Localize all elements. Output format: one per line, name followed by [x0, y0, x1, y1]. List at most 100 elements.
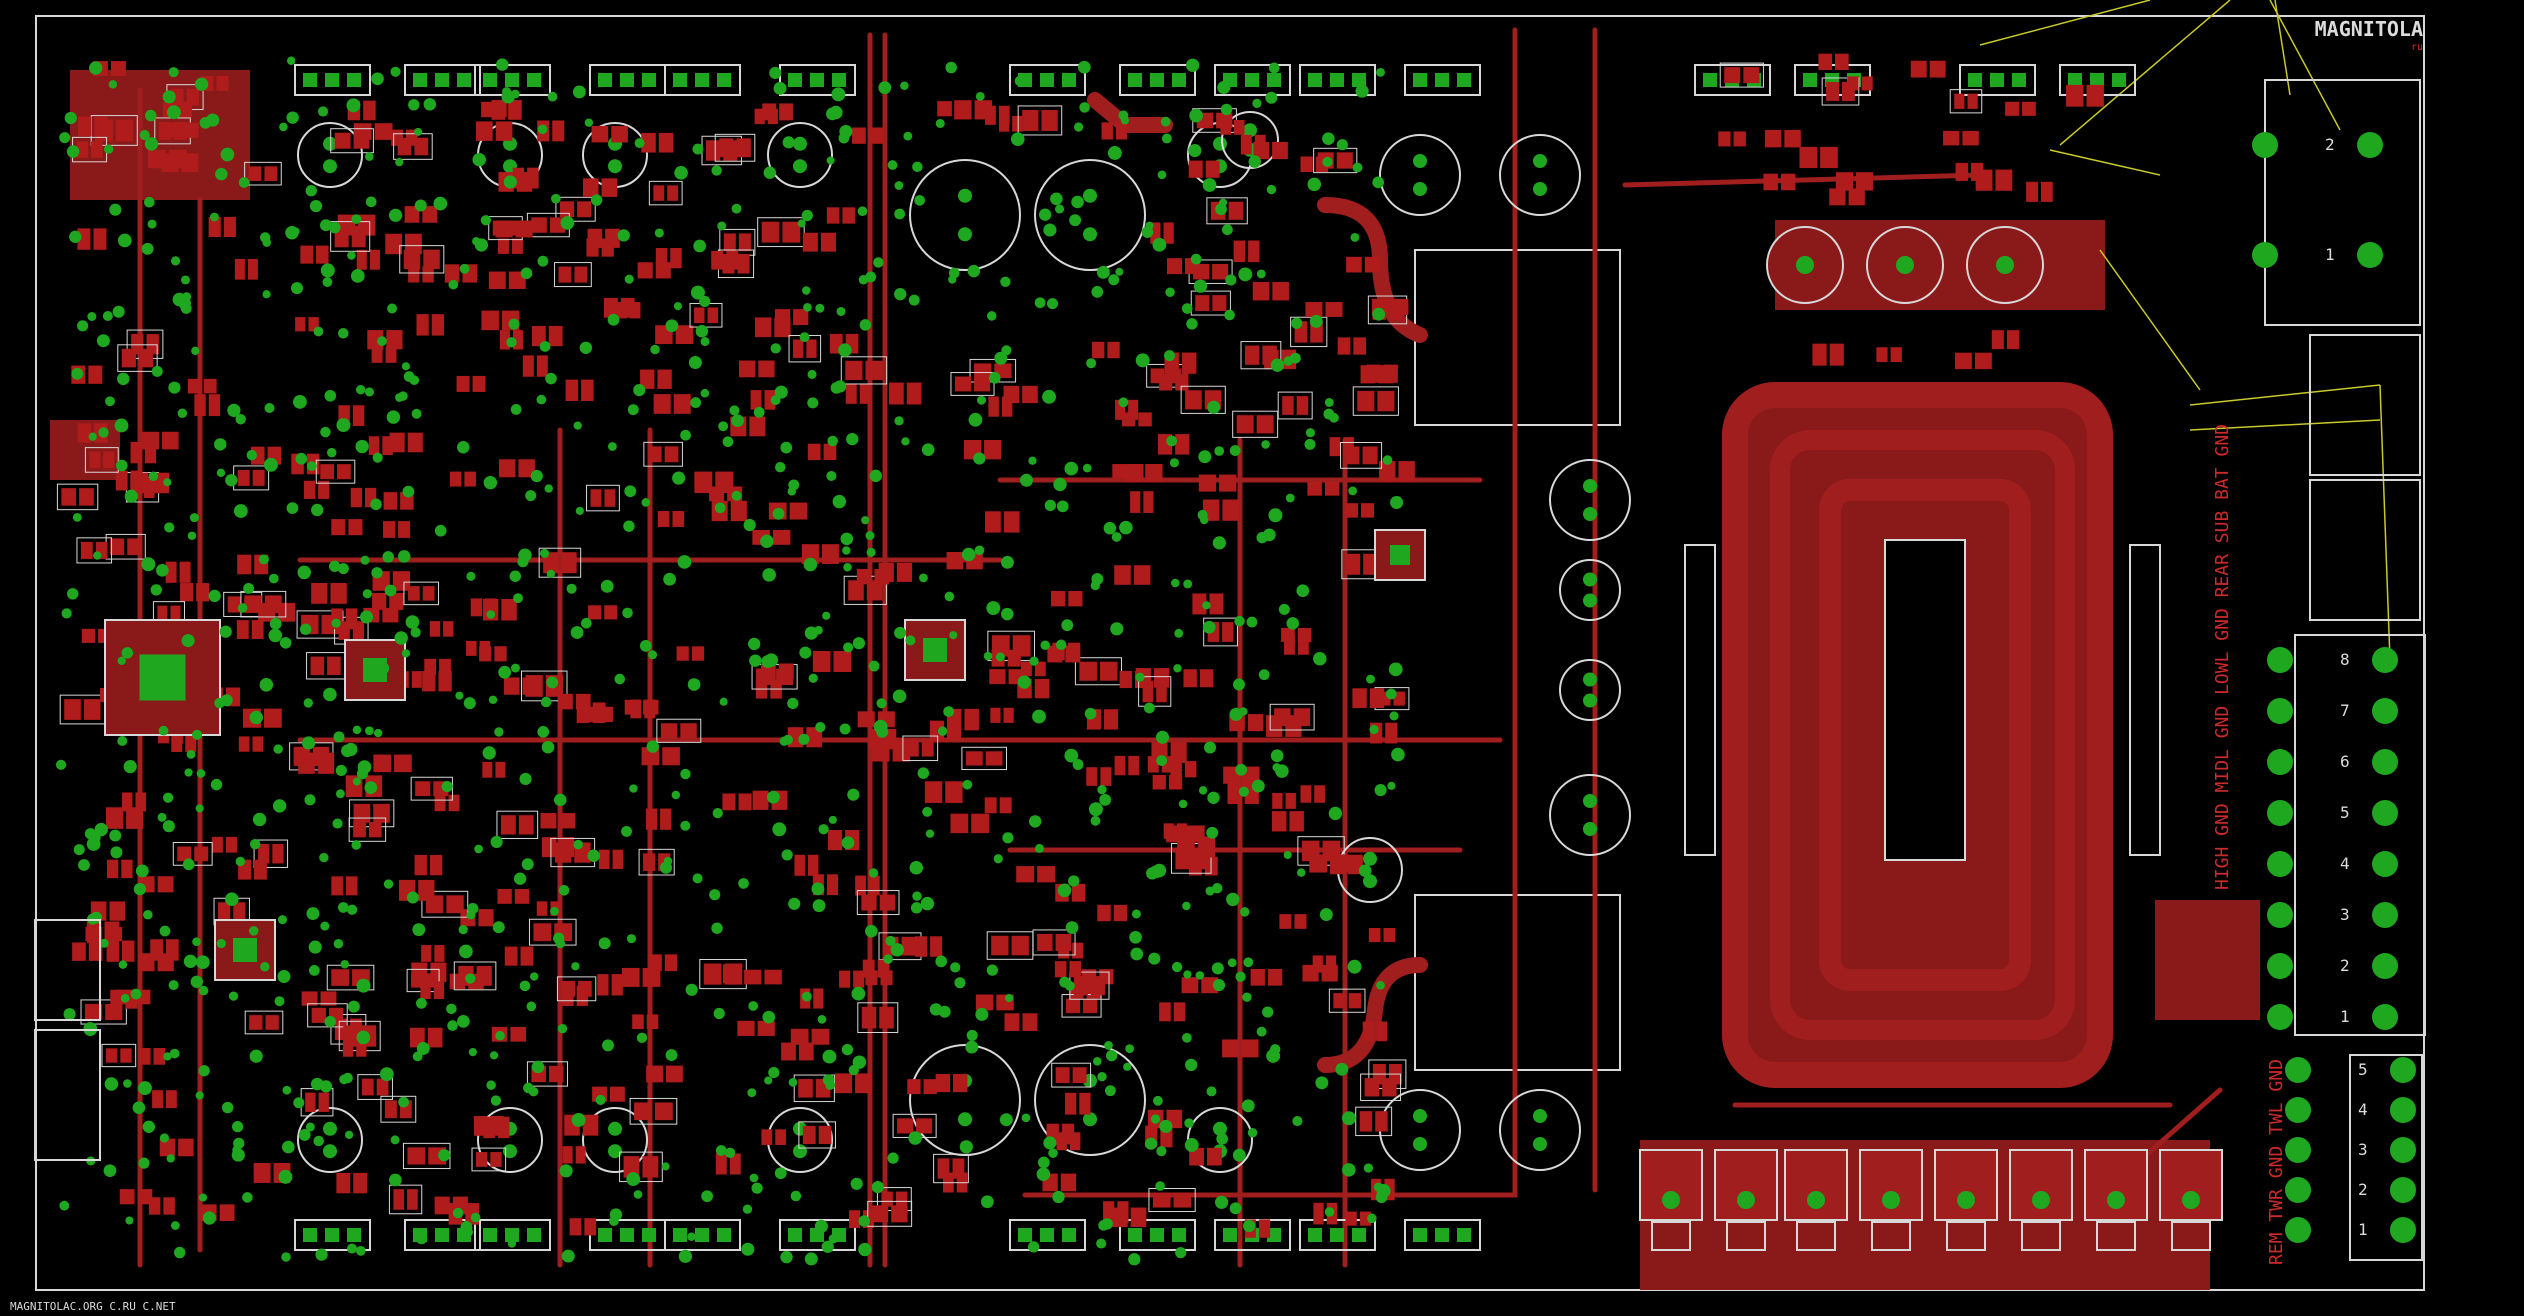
smd-part — [236, 620, 264, 639]
via — [162, 90, 176, 104]
pin-number: 2 — [2325, 135, 2335, 154]
smd-part — [1061, 994, 1102, 1018]
smd-part — [373, 754, 412, 773]
via — [1184, 1138, 1199, 1152]
via — [490, 835, 503, 848]
via — [468, 1048, 477, 1057]
via — [511, 663, 520, 673]
via — [1052, 1190, 1065, 1204]
via — [822, 1049, 837, 1064]
via — [120, 993, 130, 1003]
via — [1135, 672, 1145, 682]
via — [1352, 162, 1363, 173]
via — [216, 468, 226, 478]
via — [1336, 139, 1348, 151]
via — [1387, 781, 1396, 790]
via — [1148, 952, 1161, 965]
via — [168, 67, 179, 78]
ic-footprint — [904, 619, 966, 681]
via — [102, 311, 113, 321]
via — [1119, 520, 1133, 535]
pin-number: 7 — [2340, 701, 2350, 720]
via — [472, 152, 486, 167]
smd-part — [649, 954, 678, 972]
via — [622, 607, 633, 619]
smd-part — [1050, 590, 1083, 607]
via — [315, 1248, 328, 1261]
via — [406, 891, 419, 904]
smd-part — [862, 959, 890, 978]
via — [182, 858, 195, 871]
via — [1153, 1095, 1163, 1106]
smd-part — [1181, 977, 1218, 994]
smd-part — [105, 807, 144, 829]
via — [772, 822, 787, 837]
via — [448, 279, 459, 290]
via — [145, 109, 157, 122]
via — [350, 269, 365, 283]
via — [1111, 532, 1122, 542]
power-transistor — [1859, 1149, 1923, 1251]
pin-header — [1009, 1219, 1086, 1251]
smd-part — [852, 127, 883, 144]
via — [962, 779, 973, 790]
via — [319, 852, 329, 863]
via — [607, 313, 620, 326]
via — [351, 214, 362, 224]
via — [831, 87, 846, 102]
via — [1270, 749, 1284, 763]
smd-part — [233, 465, 270, 491]
smd-part — [556, 976, 597, 1002]
via — [59, 132, 71, 144]
via — [1037, 1156, 1050, 1169]
via — [1171, 578, 1180, 588]
smd-part — [591, 125, 628, 143]
via — [1050, 192, 1063, 206]
smd-part — [1004, 1013, 1038, 1031]
via — [77, 320, 89, 332]
via — [398, 1096, 409, 1108]
capacitor — [582, 1107, 648, 1173]
via — [680, 768, 691, 780]
smd-part — [481, 101, 507, 118]
via — [1222, 224, 1233, 236]
smd-part — [565, 379, 594, 402]
via — [355, 1246, 366, 1256]
via — [1206, 826, 1219, 839]
via — [286, 56, 296, 65]
smd-part — [357, 1074, 393, 1100]
via — [194, 77, 209, 91]
smd-part — [656, 718, 702, 743]
via — [1358, 864, 1372, 878]
via — [317, 106, 329, 117]
via — [268, 573, 279, 584]
via — [170, 256, 181, 266]
smd-part — [933, 1153, 969, 1184]
smd-part — [1312, 955, 1337, 973]
via — [359, 610, 373, 624]
via — [338, 328, 349, 339]
via — [821, 1240, 834, 1253]
via — [741, 1242, 755, 1256]
via — [790, 1190, 802, 1202]
via — [1135, 353, 1150, 368]
via — [235, 856, 246, 867]
smd-part — [1051, 1062, 1092, 1088]
via — [903, 131, 913, 141]
via — [894, 208, 906, 220]
smd-part — [389, 432, 423, 453]
smd-part — [253, 839, 289, 868]
via — [1307, 177, 1322, 192]
via — [511, 89, 520, 99]
pin-header — [664, 64, 741, 96]
main-connector-label: HIGH GND MIDL GND LOWL GND REAR SUB BAT … — [2212, 424, 2233, 890]
via — [1088, 802, 1103, 817]
via — [1001, 607, 1014, 621]
via — [177, 408, 188, 418]
via — [636, 1032, 648, 1044]
smd-part — [1188, 160, 1220, 178]
via — [66, 588, 79, 600]
via — [738, 878, 749, 889]
via — [700, 388, 710, 398]
via — [633, 1190, 643, 1199]
